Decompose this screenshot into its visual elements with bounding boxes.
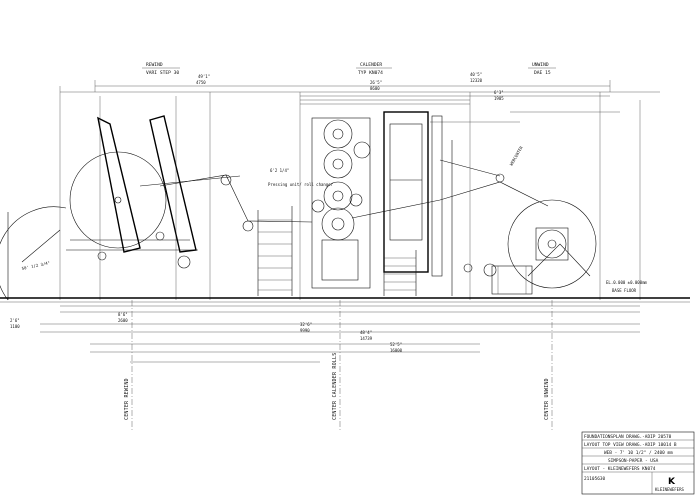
dim-bottom-7: 48'4" xyxy=(360,330,372,335)
dim-bottom-8: 14739 xyxy=(360,336,373,341)
company-logo: K xyxy=(668,477,676,487)
company-name: KLEINEWEFERS xyxy=(655,487,684,492)
dim-bottom-4: 2600 xyxy=(118,318,128,323)
title-row-5: LAYOUT - KLEINEWEFERS KN074 xyxy=(584,466,656,472)
center-lines: CENTER REWIND CENTER CALENDER ROLLS CENT… xyxy=(124,300,553,430)
top-dimensions: 49'1" 4750 26'5" 8600 6'3" 1905 40'5" 12… xyxy=(60,72,660,123)
center-unwind-label: CENTER UNWIND xyxy=(544,378,550,420)
unwind-model: DAE 15 xyxy=(534,70,551,76)
floor-line: EL.0.000 ±0.000mm BASE FLOOR xyxy=(0,280,690,303)
calender-ladder xyxy=(257,206,293,296)
dim-top-7: 40'5" xyxy=(470,72,482,77)
dim-bottom-3: 8'6" xyxy=(118,312,128,317)
rewind-header: REWIND VARI STEP 30 xyxy=(142,62,180,76)
dim-bottom-2: 1100 xyxy=(10,324,20,329)
calender-stack: 6'2 1/4" Pressing unit/ roll changer xyxy=(257,117,371,296)
dim-bottom-1: 2'6" xyxy=(10,318,20,323)
rewind-model: VARI STEP 30 xyxy=(146,70,179,76)
svg-text:50' 1/2 3/4": 50' 1/2 3/4" xyxy=(21,260,50,271)
dim-top-6: 1905 xyxy=(494,96,504,101)
svg-text:6'2 1/4": 6'2 1/4" xyxy=(270,168,289,173)
calender-title: CALENDER xyxy=(360,62,382,68)
dim-top-8: 12320 xyxy=(470,78,483,83)
calender-model: TYP KN074 xyxy=(358,70,383,76)
rewind-title: REWIND xyxy=(146,62,163,68)
platform-ladder xyxy=(383,250,417,296)
pressing-unit-note: Pressing unit/ roll changer xyxy=(268,182,334,187)
title-row-4: SIMPSON-PAPER - USA xyxy=(608,458,659,464)
unwind-header: UNWIND DAE 15 xyxy=(528,62,556,76)
title-block: FOUNDATIONSPLAN DRAWG.-ADIP 20578 LAYOUT… xyxy=(581,431,695,495)
center-calender-label: CENTER CALENDER ROLLS xyxy=(332,353,338,420)
title-row-3: WEB - 7' 10 1/2" / 2400 mm xyxy=(604,450,673,456)
dim-top-1: 49'1" xyxy=(198,74,210,79)
unwind-machine xyxy=(491,199,597,295)
center-rewind-label: CENTER REWIND xyxy=(124,378,130,420)
dim-bottom-5: 32'6" xyxy=(300,322,312,327)
floor-level-label: EL.0.000 ±0.000mm xyxy=(606,280,648,285)
title-row-2: LAYOUT TOP VIEW DRAWG.-ADIP 10014 B xyxy=(584,442,677,448)
dim-bottom-6: 9990 xyxy=(300,328,310,333)
title-row-1: FOUNDATIONSPLAN DRAWG.-ADIP 20578 xyxy=(584,434,672,440)
web-path: WEBCENTER xyxy=(351,145,549,277)
unwind-title: UNWIND xyxy=(532,62,549,68)
dim-top-2: 4750 xyxy=(196,80,206,85)
base-floor-label: BASE FLOOR xyxy=(612,288,637,293)
dim-top-4: 8600 xyxy=(370,86,380,91)
dim-bottom-9: 52'5" xyxy=(390,342,402,347)
bottom-dimensions: 2'6" 1100 8'6" 2600 32'6" 9990 48'4" 147… xyxy=(10,305,640,363)
vertical-guides xyxy=(59,86,641,300)
calender-header: CALENDER TYP KN074 xyxy=(356,62,392,76)
dim-top-3: 26'5" xyxy=(370,80,382,85)
drawing-number: 21105630 xyxy=(584,476,606,482)
rewind-machine: 50' 1/2 3/4" xyxy=(0,96,313,301)
web-center-label: WEBCENTER xyxy=(509,145,524,167)
scanner-frame xyxy=(383,111,453,296)
dim-top-5: 6'3" xyxy=(494,90,504,95)
dim-bottom-10: 16000 xyxy=(390,348,403,353)
